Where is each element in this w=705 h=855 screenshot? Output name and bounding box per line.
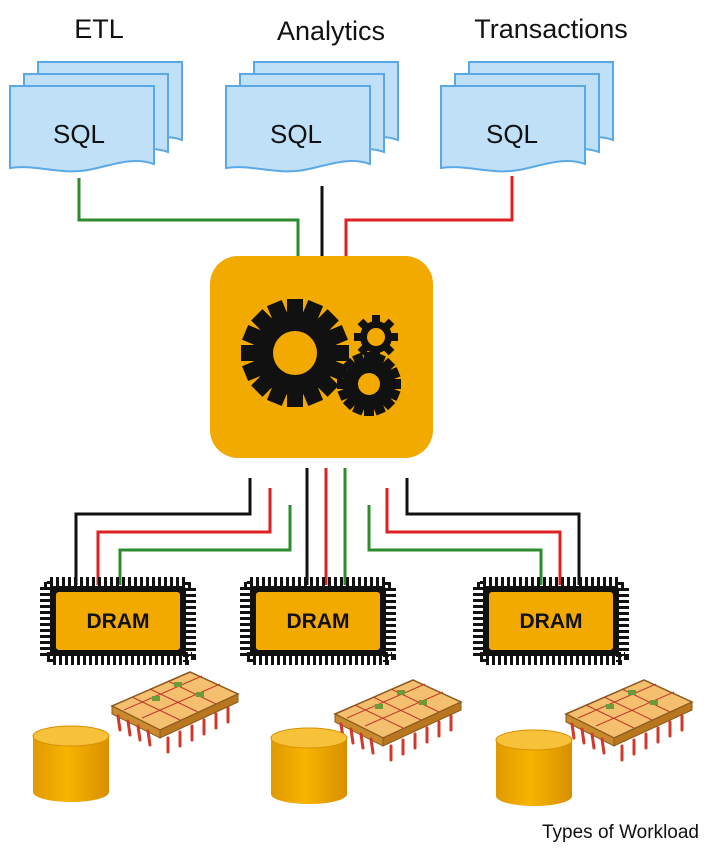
workload-title-transactions: Transactions: [474, 14, 628, 44]
dram-label-middle: DRAM: [287, 610, 350, 633]
query-engine: [210, 256, 433, 458]
memory-chip-icon: [564, 678, 694, 762]
input-wires: [77, 176, 514, 258]
sql-document-transactions: SQL: [440, 61, 614, 173]
memory-chip-icon: [333, 678, 463, 762]
sql-label-transactions: SQL: [486, 119, 538, 149]
workload-title-etl: ETL: [74, 14, 124, 44]
database-cylinder-icon: [270, 727, 348, 805]
sql-document-analytics: SQL: [225, 61, 399, 173]
dram-chip-left: DRAM: [44, 580, 192, 662]
etl-wire: [77, 178, 300, 258]
database-cylinder-icon: [495, 729, 573, 807]
workload-title-analytics: Analytics: [277, 16, 385, 46]
sql-document-etl: SQL: [9, 61, 183, 173]
sql-label-etl: SQL: [53, 119, 105, 149]
dram-label-left: DRAM: [87, 610, 150, 633]
database-cylinder-icon: [32, 725, 110, 803]
dram-chip-right: DRAM: [477, 580, 625, 662]
memory-chip-icon: [110, 670, 240, 754]
dram-chip-middle: DRAM: [244, 580, 392, 662]
gears-icon: [241, 299, 401, 416]
figure-caption: Types of Workload: [541, 822, 699, 843]
output-wires: [74, 468, 581, 585]
transactions-wire: [344, 176, 514, 258]
sql-label-analytics: SQL: [270, 119, 322, 149]
dram-label-right: DRAM: [520, 610, 583, 633]
